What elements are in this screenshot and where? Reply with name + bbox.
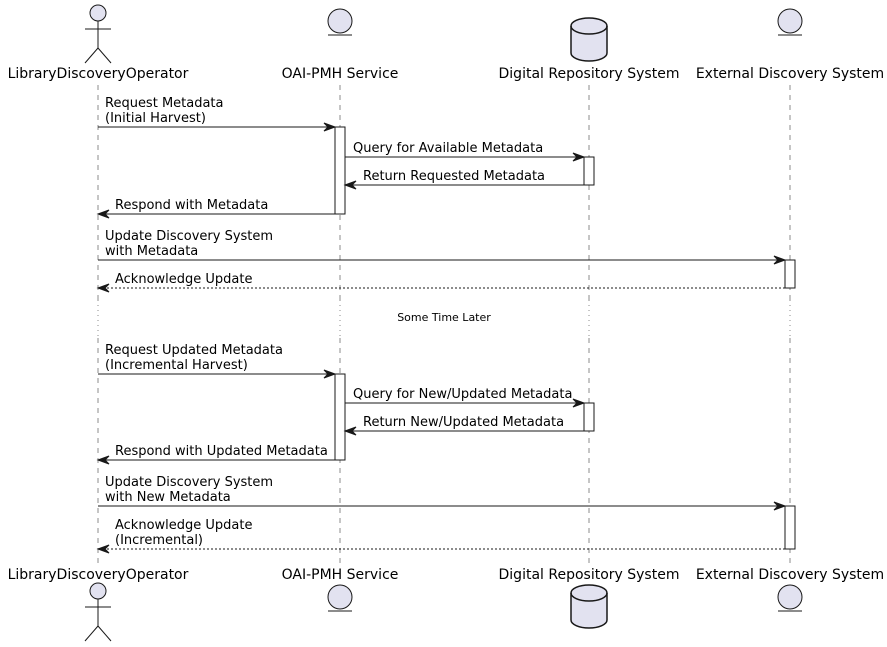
arrowhead-icon [343, 180, 357, 190]
database-rim-icon [570, 592, 608, 602]
activation-bar-oai [334, 373, 346, 461]
participant-ext-bottom: External Discovery System [696, 567, 884, 612]
actor-leg-icon [84, 625, 99, 642]
message-label: Respond with Updated Metadata [115, 444, 328, 459]
message-label: Query for Available Metadata [353, 141, 543, 156]
participant-name: LibraryDiscoveryOperator [8, 66, 189, 82]
arrowhead-icon [343, 426, 357, 436]
message-m10: Respond with Updated Metadata [96, 444, 335, 465]
entity-circle-icon [777, 8, 803, 34]
message-label: (Initial Harvest) [105, 111, 206, 126]
activation-bar-ext [784, 259, 796, 289]
participant-name: OAI-PMH Service [282, 567, 399, 583]
message-label: Request Updated Metadata [105, 343, 283, 358]
message-m12: Acknowledge Update(Incremental) [96, 518, 785, 554]
participant-name: External Discovery System [696, 66, 884, 82]
participant-name: External Discovery System [696, 567, 884, 583]
message-m2: Query for Available Metadata [345, 141, 586, 162]
arrowhead-icon [96, 544, 110, 554]
activation-bar-oai [334, 126, 346, 215]
message-label: (Incremental) [115, 533, 203, 548]
message-m6: Acknowledge Update [96, 272, 785, 293]
arrowhead-icon [323, 122, 337, 132]
message-m8: Query for New/Updated Metadata [345, 387, 586, 408]
message-label: Return New/Updated Metadata [363, 415, 564, 430]
participant-oai-bottom: OAI-PMH Service [282, 567, 399, 612]
message-label: (Incremental Harvest) [105, 358, 248, 373]
arrowhead-icon [96, 455, 110, 465]
message-m4: Respond with Metadata [96, 198, 335, 219]
message-label: Respond with Metadata [115, 198, 268, 213]
arrowhead-icon [572, 398, 586, 408]
participant-operator-bottom: LibraryDiscoveryOperator [8, 567, 189, 642]
participant-name: Digital Repository System [499, 567, 680, 583]
actor-leg-icon [97, 625, 112, 642]
arrowhead-icon [323, 369, 337, 379]
activation-bar-repo [583, 402, 595, 432]
message-m7: Request Updated Metadata(Incremental Har… [98, 343, 337, 379]
arrowhead-icon [773, 501, 787, 511]
message-label: Acknowledge Update [115, 518, 253, 533]
message-label: with Metadata [105, 244, 198, 259]
arrowhead-icon [773, 255, 787, 265]
messages: Request Metadata(Initial Harvest) Query f… [96, 96, 787, 554]
database-rim-icon [570, 25, 608, 35]
actor-head-icon [89, 4, 107, 22]
actor-leg-icon [84, 47, 99, 64]
entity-circle-icon [777, 584, 803, 610]
activation-bar-repo [583, 156, 595, 186]
arrowhead-icon [96, 209, 110, 219]
activation-bars [334, 126, 796, 550]
message-label: Update Discovery System [105, 475, 273, 490]
participant-name: OAI-PMH Service [282, 66, 399, 82]
database-icon [570, 17, 608, 62]
entity-circle-icon [327, 8, 353, 34]
participant-operator-top: LibraryDiscoveryOperator [8, 4, 189, 82]
actor-leg-icon [97, 47, 112, 64]
arrowhead-icon [96, 283, 110, 293]
database-icon [570, 584, 608, 629]
participant-oai-top: OAI-PMH Service [282, 8, 399, 82]
participants: LibraryDiscoveryOperatorLibraryDiscovery… [8, 4, 884, 642]
participant-ext-top: External Discovery System [696, 8, 884, 82]
participant-repo-bottom: Digital Repository System [499, 567, 680, 629]
arrowhead-icon [572, 152, 586, 162]
actor-head-icon [89, 582, 107, 600]
message-m3: Return Requested Metadata [343, 169, 584, 190]
participant-name: Digital Repository System [499, 66, 680, 82]
message-label: Request Metadata [105, 96, 224, 111]
message-m1: Request Metadata(Initial Harvest) [98, 96, 337, 132]
message-label: Acknowledge Update [115, 272, 253, 287]
divider-label: Some Time Later [397, 311, 491, 324]
time-divider: Some Time Later [397, 311, 491, 324]
message-m9: Return New/Updated Metadata [343, 415, 584, 436]
message-label: with New Metadata [105, 490, 231, 505]
participant-name: LibraryDiscoveryOperator [8, 567, 189, 583]
message-label: Return Requested Metadata [363, 169, 545, 184]
activation-bar-ext [784, 505, 796, 550]
message-label: Query for New/Updated Metadata [353, 387, 572, 402]
entity-circle-icon [327, 584, 353, 610]
participant-repo-top: Digital Repository System [499, 17, 680, 82]
message-label: Update Discovery System [105, 229, 273, 244]
